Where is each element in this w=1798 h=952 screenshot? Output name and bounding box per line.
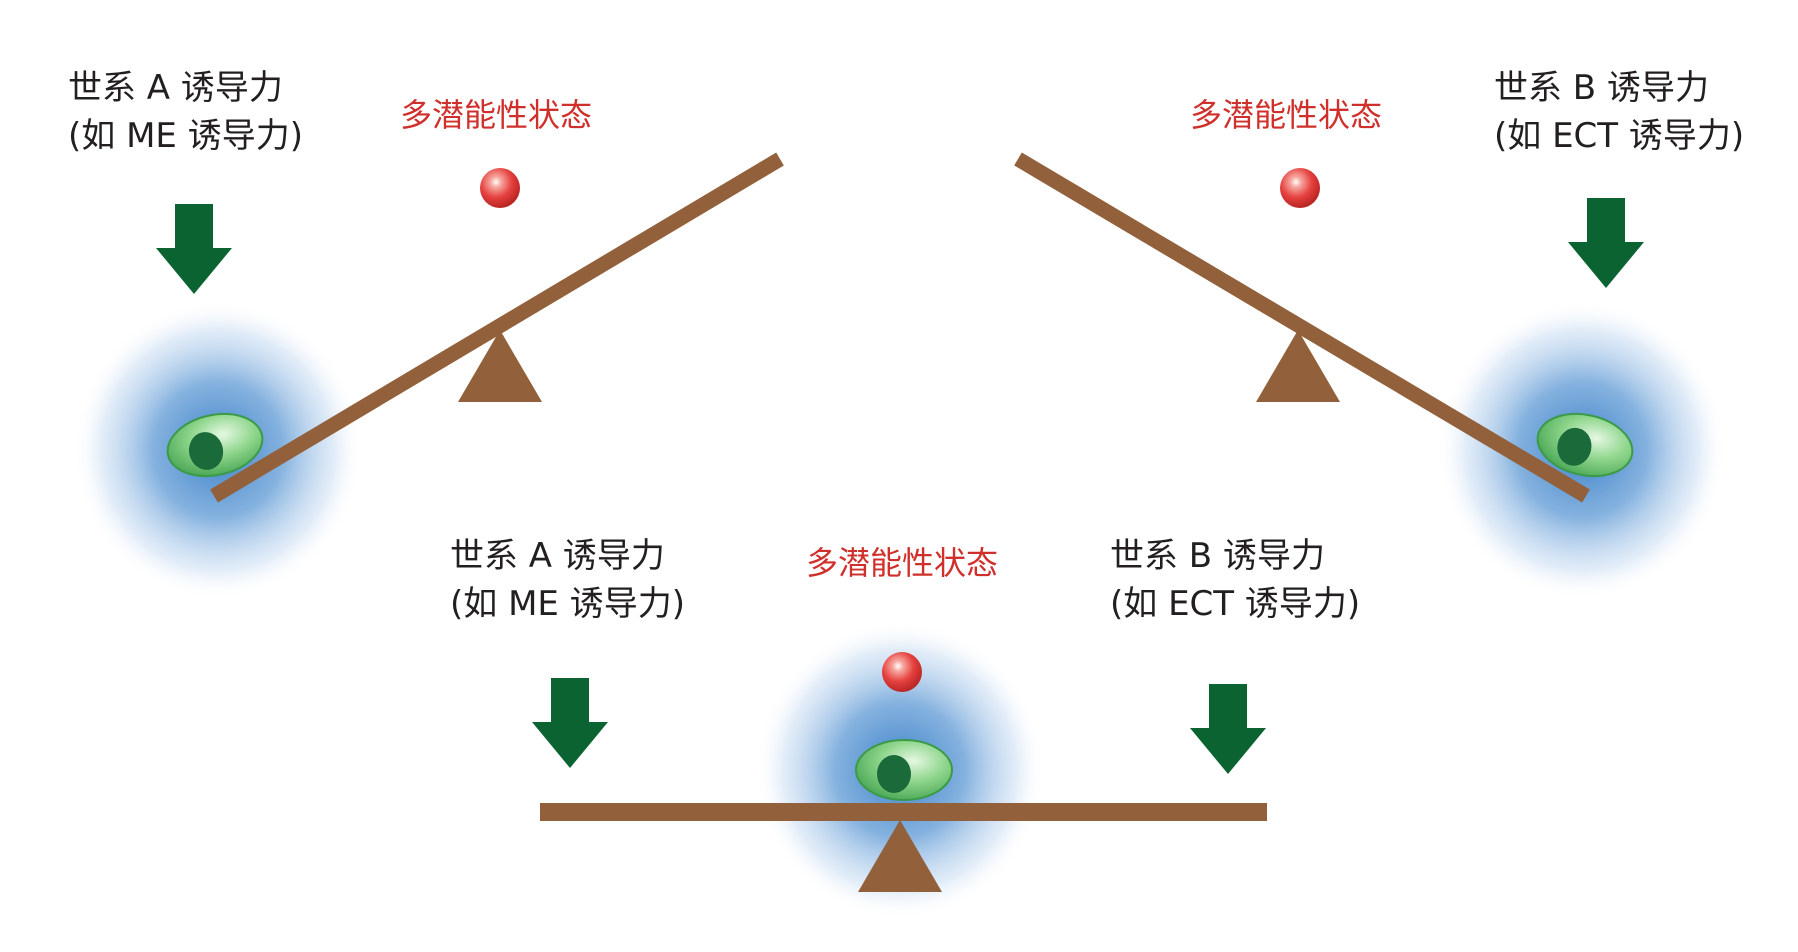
- cell-icon: [855, 739, 953, 801]
- fulcrum-icon: [458, 330, 542, 402]
- fulcrum-icon: [1256, 330, 1340, 402]
- pluripotent-ball-icon: [480, 168, 520, 208]
- down-arrow-icon: [1568, 198, 1644, 288]
- fulcrum-icon: [858, 820, 942, 892]
- pluripotent-ball-icon: [1280, 168, 1320, 208]
- bottom-right-force-label: 世系 B 诱导力 (如 ECT 诱导力): [1110, 532, 1360, 628]
- down-arrow-icon: [156, 204, 232, 294]
- balanced-seesaw: [532, 620, 1267, 920]
- pluripotent-ball-icon: [882, 652, 922, 692]
- bottom-left-force-label: 世系 A 诱导力 (如 ME 诱导力): [450, 532, 685, 628]
- lineage-a-example-text: (如 ME 诱导力): [450, 584, 685, 624]
- right-force-label: 世系 B 诱导力 (如 ECT 诱导力): [1494, 64, 1744, 160]
- lineage-a-force-text: 世系 A 诱导力: [68, 68, 283, 108]
- lineage-a-force-text: 世系 A 诱导力: [450, 536, 665, 576]
- right-seesaw: [1014, 152, 1727, 600]
- left-force-label: 世系 A 诱导力 (如 ME 诱导力): [68, 64, 303, 160]
- bottom-state-label: 多潜能性状态: [806, 544, 999, 582]
- down-arrow-icon: [1190, 684, 1266, 774]
- left-state-label: 多潜能性状态: [400, 96, 593, 134]
- lineage-b-force-text: 世系 B 诱导力: [1110, 536, 1325, 576]
- left-seesaw: [73, 152, 784, 600]
- lineage-b-force-text: 世系 B 诱导力: [1494, 68, 1709, 108]
- right-board: [1014, 152, 1590, 503]
- lineage-b-example-text: (如 ECT 诱导力): [1494, 116, 1745, 156]
- left-board: [210, 152, 784, 503]
- down-arrow-icon: [532, 678, 608, 768]
- lineage-b-example-text: (如 ECT 诱导力): [1110, 584, 1361, 624]
- lineage-a-example-text: (如 ME 诱导力): [68, 116, 303, 156]
- balanced-board: [540, 803, 1267, 821]
- right-state-label: 多潜能性状态: [1190, 96, 1383, 134]
